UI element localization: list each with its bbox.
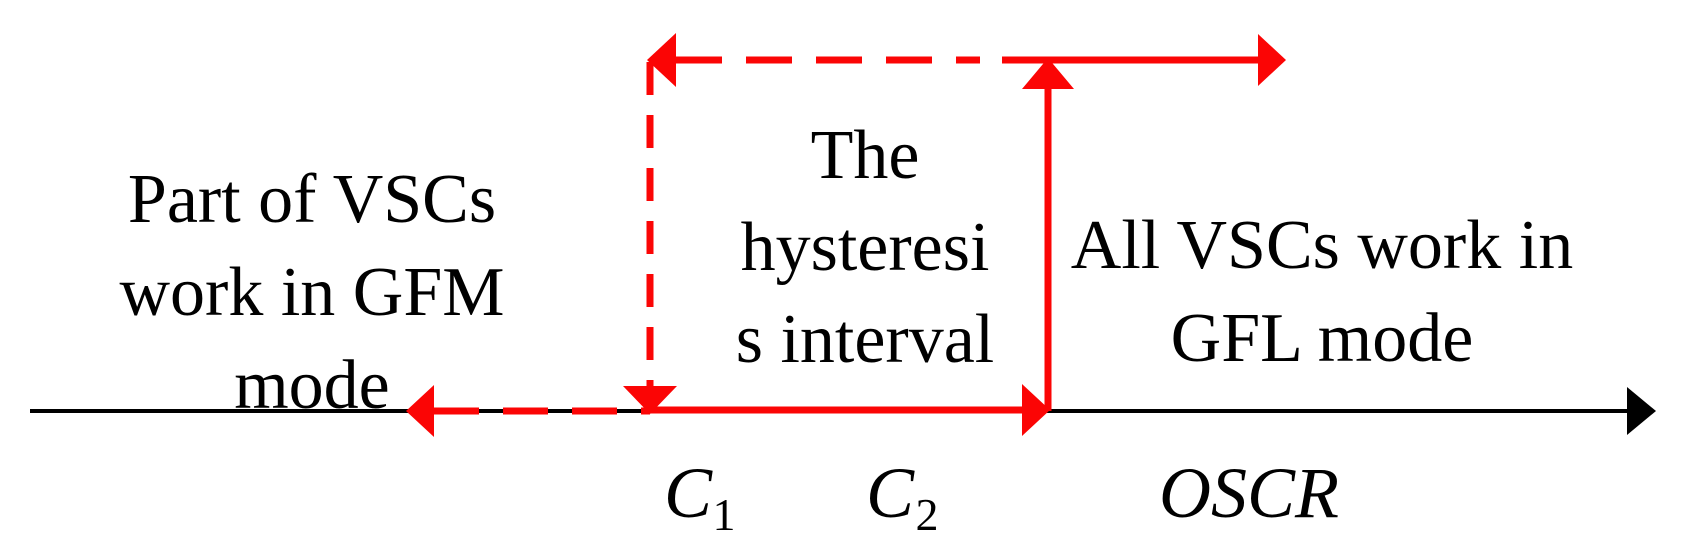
axis-right-arrowhead-icon bbox=[1022, 384, 1050, 436]
gfl-region-label-line2: GFL mode bbox=[1171, 300, 1474, 377]
oscr-axis-label: OSCR bbox=[1159, 453, 1339, 533]
top-left-arrowhead-icon bbox=[647, 33, 676, 87]
gfm-region-label-line3: mode bbox=[234, 347, 390, 424]
threshold-c1-label: C bbox=[664, 453, 713, 533]
oscr-axis-arrowhead-right-icon bbox=[1627, 387, 1656, 435]
gfl-region-label-line1: All VSCs work in bbox=[1071, 207, 1573, 284]
gfm-region-label-line1: Part of VSCs bbox=[128, 161, 496, 238]
c2-up-arrowhead-icon bbox=[1022, 58, 1074, 89]
threshold-c2-label: C bbox=[866, 453, 915, 533]
axis-left-arrowhead-icon bbox=[406, 385, 434, 437]
hysteresis-region-label-line1: The bbox=[811, 117, 920, 194]
gfm-region-label-line2: work in GFM bbox=[119, 254, 504, 331]
c1-down-arrowhead-icon bbox=[623, 386, 677, 414]
hysteresis-region-label-line3: s interval bbox=[736, 301, 995, 378]
top-right-arrowhead-icon bbox=[1258, 34, 1286, 86]
threshold-c1-subscript: 1 bbox=[713, 489, 736, 540]
threshold-c2-subscript: 2 bbox=[916, 489, 939, 540]
hysteresis-region-label-line2: hysteresi bbox=[741, 209, 990, 286]
